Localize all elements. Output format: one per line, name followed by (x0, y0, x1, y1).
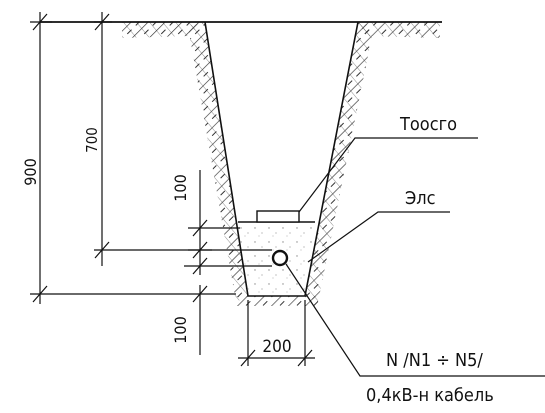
dim-900-label: 900 (21, 158, 40, 185)
dim-200-label: 200 (262, 337, 291, 357)
cable-type-label: 0,4кВ-н кабель (366, 385, 494, 406)
sand-label: Элс (405, 188, 436, 209)
dim-100-lower-label: 100 (171, 316, 190, 343)
brick-cover (256, 210, 300, 223)
brick-label: Тоосго (399, 114, 457, 135)
cable-id-label: N /N1 ÷ N5/ (386, 350, 483, 371)
dimension-900 (30, 12, 236, 304)
trench-bottom (236, 296, 318, 306)
dimension-100-lower (192, 285, 208, 355)
leader-sand (307, 211, 450, 263)
dim-100-upper-label: 100 (171, 174, 190, 201)
dimension-100-upper (184, 170, 272, 275)
leader-cable (285, 263, 545, 377)
dimension-200 (238, 300, 315, 367)
ground-surface (40, 21, 442, 38)
leader-brick (298, 137, 478, 213)
dimension-700 (94, 12, 272, 266)
dim-700-label: 700 (83, 127, 101, 153)
trench-wall-right (305, 22, 374, 302)
trench-wall-left (188, 22, 248, 302)
cable-circle (271, 249, 289, 267)
